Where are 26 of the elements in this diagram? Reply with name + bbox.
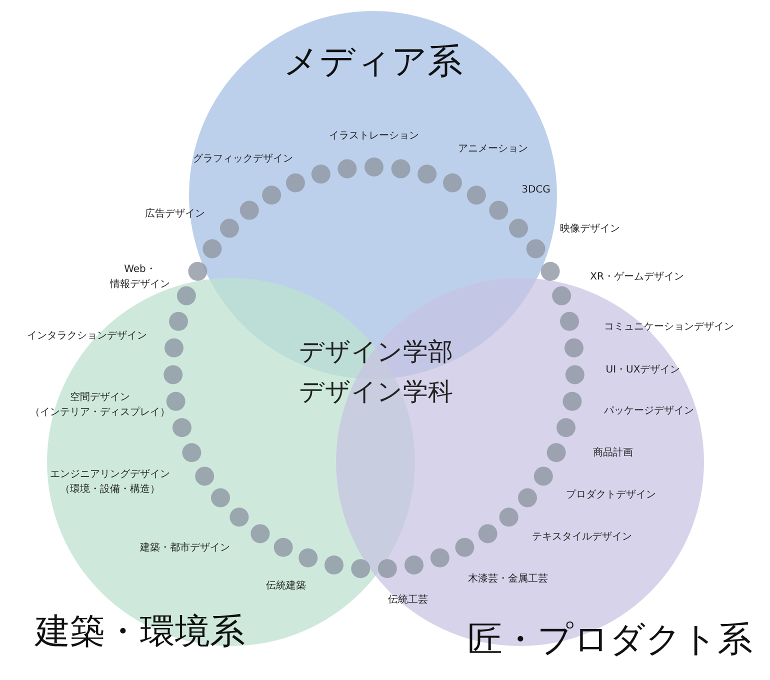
field-label: グラフィックデザイン bbox=[193, 152, 293, 166]
field-label: パッケージデザイン bbox=[604, 404, 694, 418]
field-label: 3DCG bbox=[522, 184, 550, 198]
field-label: 木漆芸・金属工芸 bbox=[468, 572, 548, 586]
field-label: 建築・都市デザイン bbox=[140, 541, 230, 556]
field-label: XR・ゲームデザイン bbox=[590, 270, 684, 284]
field-label: プロダクトデザイン bbox=[566, 488, 656, 502]
field-label: 伝統建築 bbox=[266, 579, 306, 594]
field-label: イラストレーション bbox=[329, 130, 419, 144]
field-label: 広告デザイン bbox=[145, 207, 205, 222]
field-label: コミュニケーションデザイン bbox=[604, 320, 734, 334]
department-title: デザイン学科 bbox=[299, 377, 453, 407]
field-label: 伝統工芸 bbox=[388, 593, 428, 608]
field-label: Web・情報デザイン bbox=[110, 263, 170, 292]
category-heading: 建築・環境系 bbox=[35, 612, 245, 652]
department-title: デザイン学部 bbox=[299, 337, 453, 367]
field-label: 商品計画 bbox=[593, 446, 633, 460]
field-label: UI・UXデザイン bbox=[606, 364, 680, 378]
category-heading: メディア系 bbox=[284, 42, 462, 82]
category-heading: 匠・プロダクト系 bbox=[468, 620, 752, 660]
field-label: 空間デザイン（インテリア・ディスプレイ） bbox=[30, 390, 170, 420]
field-label: テキスタイルデザイン bbox=[532, 530, 632, 544]
field-label: エンジニアリングデザイン（環境・設備・構造） bbox=[50, 468, 170, 497]
field-label: 映像デザイン bbox=[560, 222, 620, 236]
field-label: アニメーション bbox=[458, 142, 528, 156]
field-label: インタラクションデザイン bbox=[27, 330, 147, 344]
